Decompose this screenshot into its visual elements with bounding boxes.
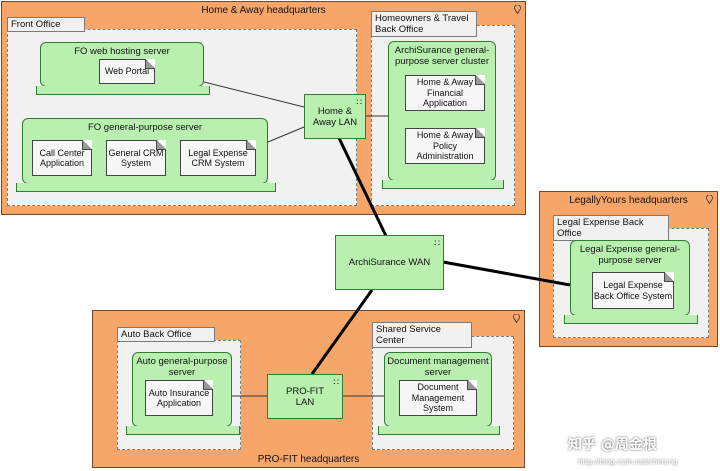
network-icon: ∷ bbox=[356, 97, 362, 107]
artifact-web-portal: Web Portal bbox=[99, 59, 155, 84]
site-tab: Homeowners & Travel Back Office bbox=[371, 11, 477, 37]
artifact-ha-policy: Home & Away Policy Administration bbox=[405, 128, 485, 164]
site-tab: Front Office bbox=[7, 17, 85, 32]
artifact-ha-financial: Home & Away Financial Application bbox=[405, 75, 485, 111]
site-tab: Auto Back Office bbox=[117, 327, 215, 342]
network-label: ArchiSurance WAN bbox=[348, 257, 431, 268]
node-base bbox=[564, 315, 698, 324]
network-pro-fit-lan: ∷ PRO-FIT LAN bbox=[267, 374, 343, 419]
artifact-auto-insurance: Auto Insurance Application bbox=[145, 380, 213, 416]
artifact-call-center: Call Center Application bbox=[32, 140, 92, 176]
network-label: PRO-FIT LAN bbox=[286, 385, 324, 408]
node-base bbox=[382, 180, 504, 189]
node-base bbox=[16, 183, 276, 192]
artifact-general-crm: General CRM System bbox=[106, 140, 166, 176]
node-base bbox=[126, 426, 240, 435]
artifact-legal-backoffice: Legal Expense Back Office System bbox=[592, 272, 674, 309]
location-pin-icon bbox=[706, 195, 713, 204]
network-icon: ∷ bbox=[434, 238, 440, 248]
location-pin-icon bbox=[513, 314, 520, 323]
location-title: PRO-FIT headquarters bbox=[257, 454, 360, 465]
node-title: FO web hosting server bbox=[74, 46, 170, 57]
node-title: Auto general-purpose server bbox=[136, 356, 228, 378]
artifact-document-management-system: Document Management System bbox=[399, 380, 477, 416]
network-archisurance-wan: ∷ ArchiSurance WAN bbox=[335, 235, 444, 290]
watermark-url: http://blog.csdn.net/chktang bbox=[578, 458, 678, 466]
watermark-text: 知乎 @周金根 bbox=[568, 437, 657, 453]
node-title: ArchiSurance general-purpose server clus… bbox=[394, 45, 490, 67]
node-base bbox=[36, 86, 210, 95]
site-tab: Shared Service Center bbox=[372, 322, 472, 348]
node-base bbox=[378, 426, 500, 435]
node-title: Legal Expense general-purpose server bbox=[579, 244, 681, 266]
location-title: LegallyYours headquarters bbox=[569, 195, 688, 206]
node-title: FO general-purpose server bbox=[87, 122, 203, 133]
location-title: Home & Away headquarters bbox=[201, 5, 326, 16]
network-label: Home & Away LAN bbox=[312, 105, 358, 128]
location-pin-icon bbox=[514, 5, 521, 14]
artifact-legal-crm: Legal Expense CRM System bbox=[180, 140, 256, 176]
node-title: Document management server bbox=[387, 356, 489, 378]
network-icon: ∷ bbox=[333, 377, 339, 387]
network-home-away-lan: ∷ Home & Away LAN bbox=[304, 94, 366, 139]
